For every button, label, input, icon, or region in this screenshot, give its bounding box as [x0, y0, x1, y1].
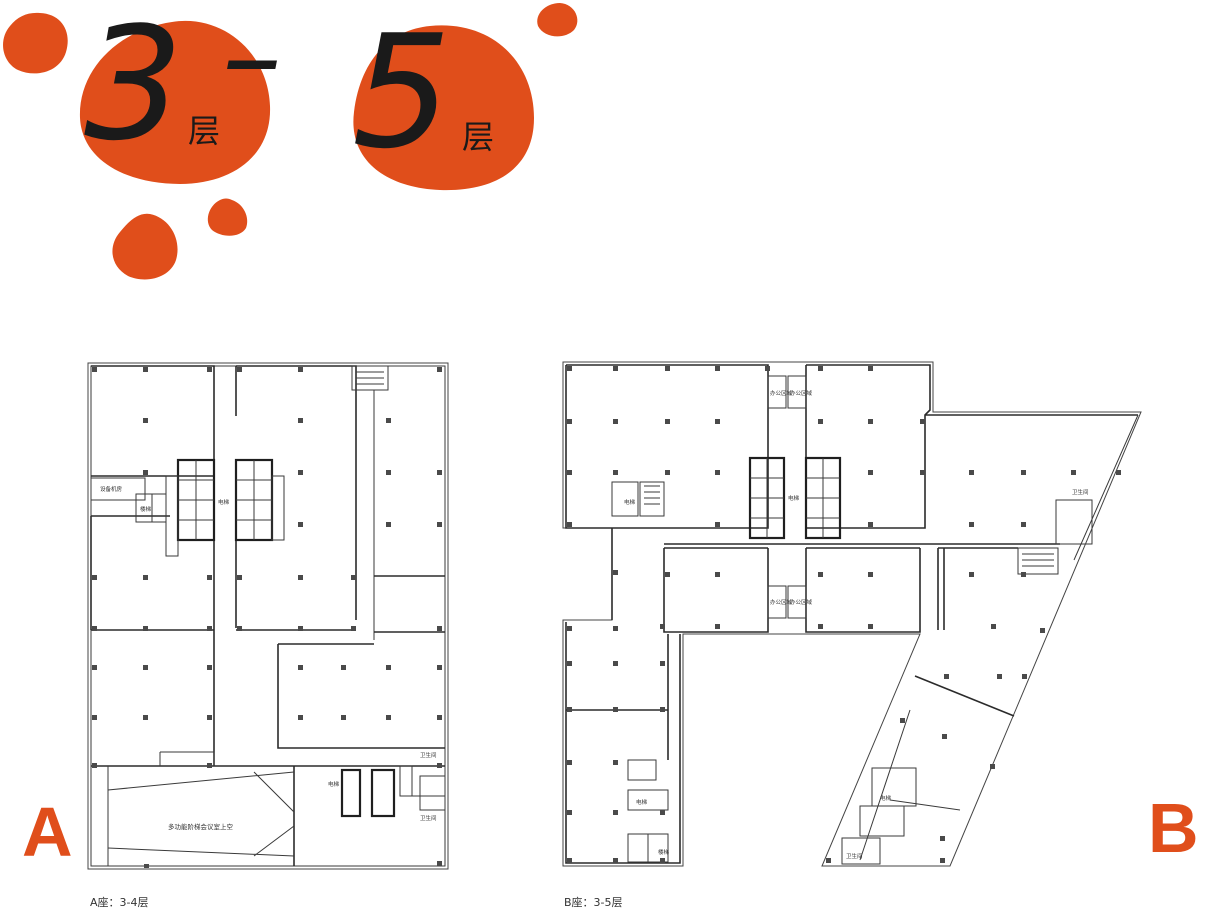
plan-a-caption: A座：3-4层	[90, 895, 149, 909]
start-floor-number: 3	[84, 0, 183, 175]
plan-b-caption: B座：3-5层	[564, 895, 623, 909]
floor-char-1: 层	[188, 112, 220, 150]
label-stair-b-bottom: 楼梯	[658, 848, 670, 856]
label-elevator-b-diag: 电梯	[880, 794, 892, 802]
end-floor-number: 5	[352, 1, 451, 183]
header-title: 3 层 – 5 层	[3, 0, 578, 280]
plan-a-outline	[87, 362, 449, 870]
label-toilet-top: 卫生间	[420, 751, 437, 759]
label-elevator-a: 电梯	[218, 498, 230, 506]
label-elevator-a-bottom: 电梯	[328, 780, 340, 788]
floor-plan-b: 办公区域 办公区域 办公区域 办公区域 电梯 电梯 卫生间 电梯 楼梯 电梯 卫…	[562, 361, 1199, 909]
blob-big-left	[79, 20, 271, 184]
floor-char-2: 层	[462, 118, 494, 156]
label-office-b-4: 办公区域	[790, 598, 813, 606]
floor-plan-a: 设备机房 楼梯 电梯 多功能阶梯会议室上空 卫生间 卫生间 电梯 A A座：3-…	[22, 362, 449, 909]
label-elevator-b-center: 电梯	[788, 494, 800, 502]
blob-drop-right	[207, 198, 248, 236]
label-elevator-b-bottom: 电梯	[636, 798, 648, 806]
label-toilet-b-diag: 卫生间	[846, 852, 863, 860]
label-office-b-2: 办公区域	[790, 389, 813, 397]
blob-big-right	[353, 25, 534, 191]
plan-a-columns	[92, 367, 442, 868]
blob-drop-left	[112, 213, 178, 280]
plan-a-letter: A	[22, 793, 73, 871]
label-multi-hall: 多功能阶梯会议室上空	[168, 822, 234, 831]
blob-small-left	[3, 12, 68, 74]
plan-b-letter: B	[1148, 789, 1199, 867]
label-elevator-b-left: 电梯	[624, 498, 636, 506]
blob-tiny-top	[537, 3, 578, 37]
label-office-b-3: 办公区域	[770, 598, 793, 606]
label-equipment-room: 设备机房	[100, 485, 123, 493]
label-stair-a: 楼梯	[140, 505, 152, 513]
label-office-b-1: 办公区域	[770, 389, 793, 397]
label-toilet-bottom: 卫生间	[420, 814, 437, 822]
label-toilet-b-right: 卫生间	[1072, 488, 1089, 496]
plan-b-columns	[567, 366, 1121, 863]
range-dash: –	[222, 0, 282, 127]
